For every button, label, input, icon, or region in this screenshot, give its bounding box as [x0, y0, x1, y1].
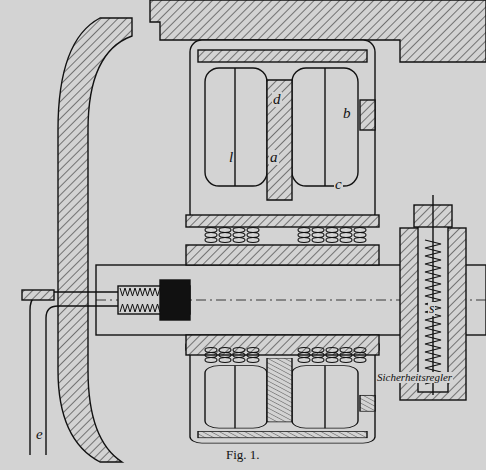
nut — [160, 280, 190, 320]
thread — [120, 288, 160, 312]
pipe — [30, 292, 118, 455]
spring-coils — [205, 228, 366, 363]
housing-top — [150, 0, 486, 62]
part-letter: Sicherheitsregler — [376, 372, 453, 383]
part-letter: b — [342, 106, 352, 121]
left-cover — [58, 18, 132, 462]
figure-caption: Fig. 1. — [225, 448, 261, 461]
safety-regulator — [400, 195, 466, 400]
upper-chamber — [186, 40, 379, 227]
hub-sleeve — [186, 245, 379, 265]
part-letter: s — [428, 302, 435, 316]
part-letter: d — [272, 92, 282, 107]
part-letter: e — [35, 427, 44, 442]
part-letter: a — [269, 150, 279, 165]
lower-chamber — [186, 344, 379, 443]
part-letter: c — [334, 177, 343, 192]
part-letter: l — [228, 150, 234, 165]
